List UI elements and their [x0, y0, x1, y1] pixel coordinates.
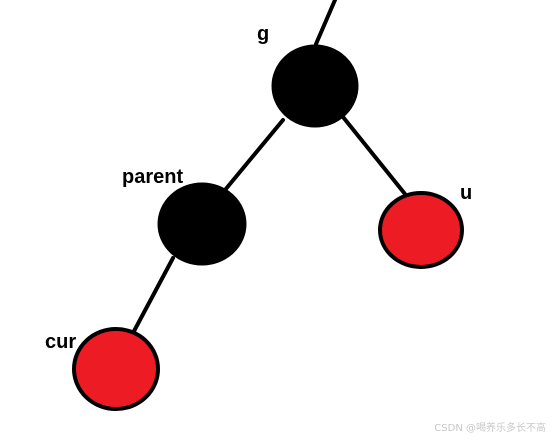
watermark-text: CSDN @喝养乐多长不高 — [434, 423, 546, 434]
edge-g-to-u — [341, 115, 407, 196]
node-cur — [72, 327, 160, 411]
edge-parent-to-cur — [131, 256, 175, 335]
edge-root-to-g — [314, 0, 337, 46]
label-parent: parent — [122, 166, 184, 188]
label-g: g — [257, 23, 270, 45]
node-u — [378, 191, 464, 269]
edge-g-to-parent — [223, 118, 285, 192]
label-cur: cur — [45, 331, 77, 353]
node-parent — [157, 182, 247, 266]
label-u: u — [460, 182, 473, 204]
node-g — [271, 44, 359, 128]
